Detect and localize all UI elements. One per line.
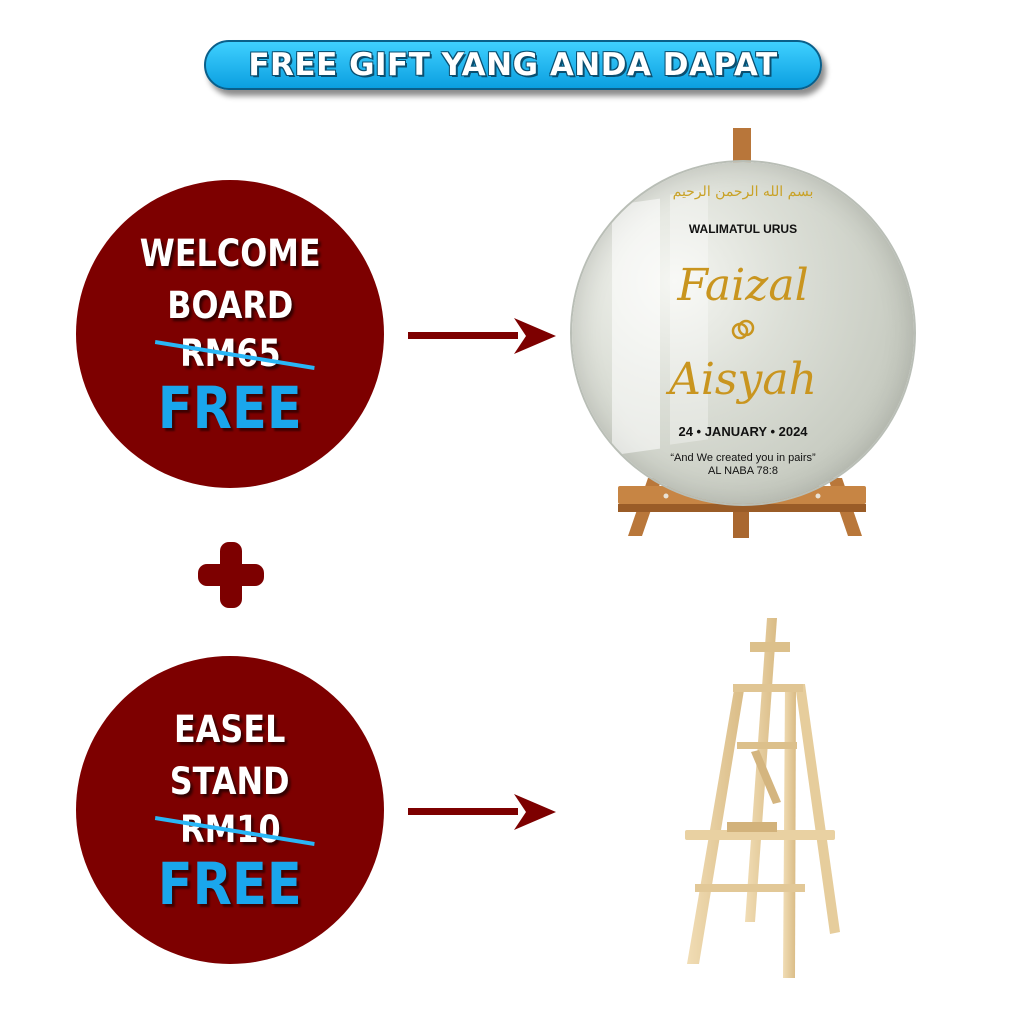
welcome-board-mirror: بسم الله الرحمن الرحيم WALIMATUL URUS Fa… xyxy=(572,162,914,504)
window-reflection xyxy=(612,198,660,456)
board-heading: WALIMATUL URUS xyxy=(688,222,798,236)
free-label: FREE xyxy=(158,850,302,918)
quote-text: “And We created you in pairs” xyxy=(670,452,816,464)
plus-icon xyxy=(198,542,264,608)
old-price: RM10 xyxy=(154,808,315,852)
quote-reference: AL NABA 78:8 xyxy=(708,465,778,477)
easel-stand-image xyxy=(685,618,840,978)
offer-title-line1: EASEL xyxy=(174,708,286,751)
arrow-right-icon xyxy=(408,794,556,830)
header-banner: FREE GIFT YANG ANDA DAPAT xyxy=(204,40,822,90)
wedding-rings-icon xyxy=(731,319,755,340)
free-label: FREE xyxy=(158,374,302,442)
offer-title-line2: STAND xyxy=(170,760,290,803)
offer-title-line1: WELCOME xyxy=(139,232,321,275)
old-price: RM65 xyxy=(154,332,315,376)
offer-title-line2: BOARD xyxy=(166,284,293,327)
bismillah-text: بسم الله الرحمن الرحيم xyxy=(672,184,814,200)
event-date: 24 • JANUARY • 2024 xyxy=(678,424,808,439)
arrow-right-icon xyxy=(408,318,556,354)
welcome-board-offer-badge: WELCOME BOARD RM65 FREE xyxy=(76,180,384,488)
bride-name: Aisyah xyxy=(669,354,817,405)
groom-name: Faizal xyxy=(677,260,809,311)
banner-title: FREE GIFT YANG ANDA DAPAT xyxy=(248,47,778,83)
easel-stand-offer-badge: EASEL STAND RM10 FREE xyxy=(76,656,384,964)
